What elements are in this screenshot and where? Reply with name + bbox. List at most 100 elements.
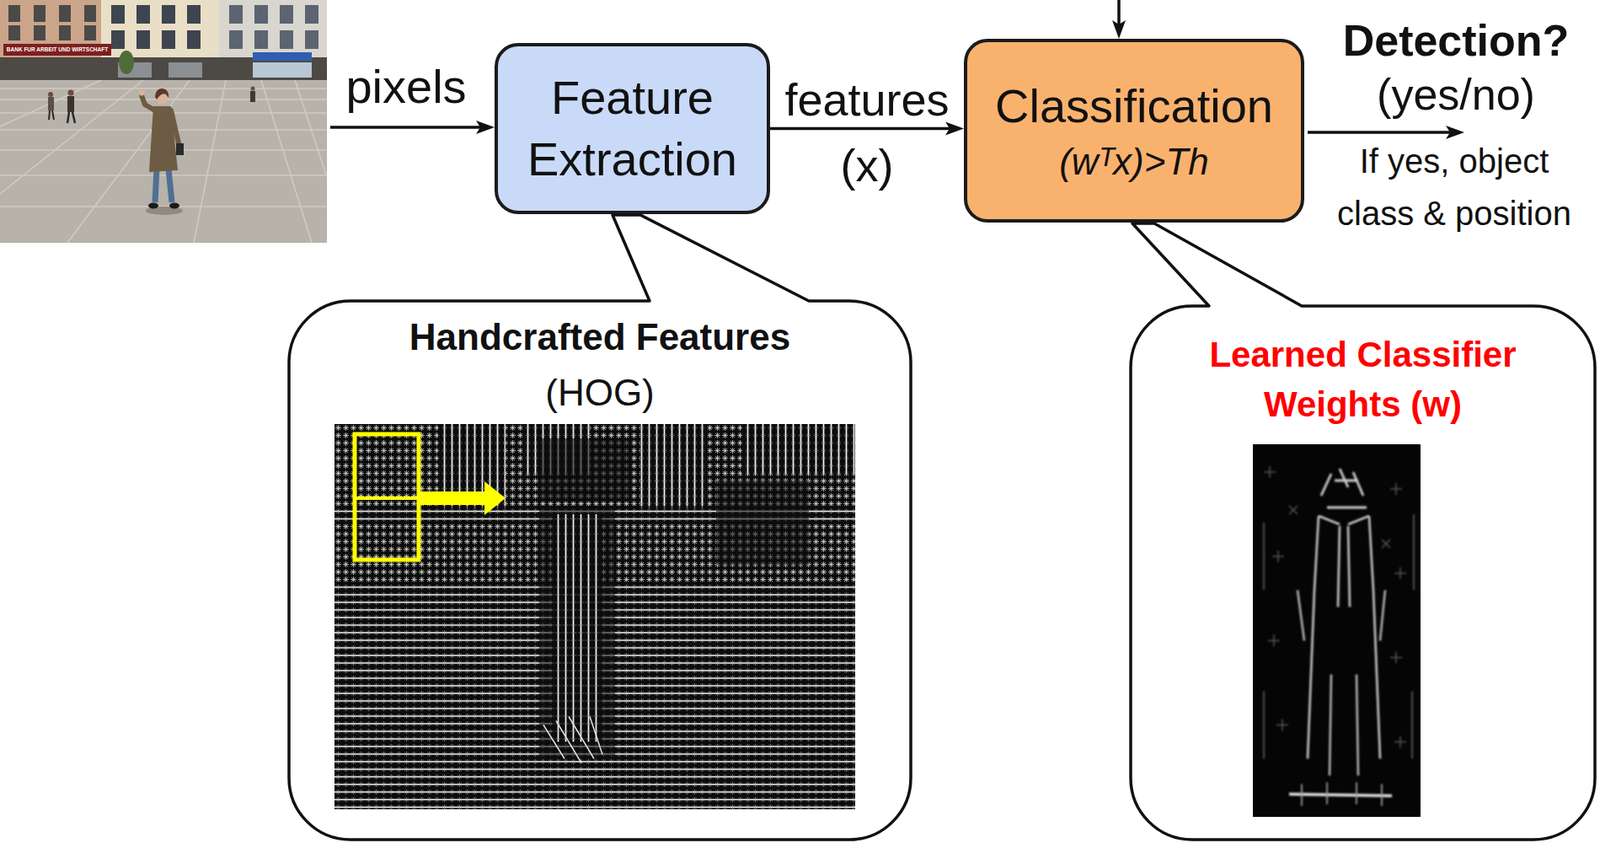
node-title: Learned Classifier Weights (w) — [1152, 330, 1574, 430]
window — [229, 30, 243, 49]
person-body — [250, 90, 256, 102]
callout-bubble: Handcrafted Features (HOG) — [288, 300, 911, 840]
weight-legs — [1297, 589, 1386, 776]
process-box: Feature Extraction — [494, 42, 771, 215]
connectors — [770, 128, 956, 129]
output-arrow — [1307, 130, 1456, 134]
window — [254, 5, 268, 24]
weight-feet — [1289, 793, 1392, 796]
handbag — [176, 143, 184, 156]
coat — [149, 106, 178, 172]
window — [8, 25, 21, 41]
hog-dark-patch — [539, 505, 616, 759]
tile-line — [0, 88, 327, 207]
small-tree — [118, 50, 134, 75]
node-subtitle: (wᵀx)>Th — [1059, 137, 1210, 186]
bubble-outline — [1130, 223, 1595, 840]
node-title: Handcrafted Features — [409, 312, 791, 361]
process-box: Classification(wᵀx)>Th — [963, 38, 1305, 223]
windows — [111, 5, 201, 49]
window — [279, 30, 294, 49]
hair — [155, 88, 169, 100]
hog-shadow-edges — [543, 716, 603, 763]
weights-ground — [1252, 444, 1421, 817]
shoe — [169, 203, 180, 209]
street-photo — [0, 0, 327, 243]
hog-feature-image — [334, 423, 856, 809]
shop-sign — [252, 52, 312, 61]
sliding-arrow-head — [484, 481, 506, 515]
hog-vertical-edges — [741, 423, 856, 475]
shop-window — [168, 62, 203, 78]
hog-texture — [334, 423, 856, 809]
arm — [171, 110, 179, 144]
hand — [139, 90, 145, 97]
windows — [229, 5, 319, 49]
window — [305, 30, 319, 49]
window — [8, 5, 21, 22]
flow-label: pixels — [345, 58, 466, 115]
window — [254, 30, 268, 49]
weight-head — [1321, 468, 1367, 508]
pixels-arrow — [330, 125, 487, 129]
far-people — [48, 86, 256, 124]
window — [33, 25, 46, 41]
window — [33, 5, 46, 22]
shop-window — [252, 62, 312, 78]
window — [187, 30, 201, 49]
person-legs — [48, 110, 54, 120]
window — [136, 5, 150, 24]
window — [229, 5, 243, 24]
node-subtitle: (HOG) — [545, 368, 655, 417]
walking-woman — [139, 88, 185, 215]
sliding-arrow-shaft — [418, 491, 485, 505]
hog-dark-patch — [716, 480, 809, 565]
raised-arm — [141, 95, 156, 111]
flow-label: (x) — [840, 138, 894, 193]
window — [58, 25, 71, 41]
window — [111, 30, 125, 49]
person-head — [251, 86, 256, 91]
weights-strokes — [1263, 465, 1414, 806]
flow-label: features — [784, 72, 949, 128]
bubble-outline — [288, 214, 911, 840]
callout-bubble: Learned Classifier Weights (w) — [1130, 305, 1595, 840]
jeans — [155, 168, 172, 203]
hog-vertical-edges — [640, 423, 708, 509]
window — [58, 5, 71, 22]
shop-fronts — [0, 57, 327, 81]
hog-block-window — [354, 433, 419, 560]
output-label: (yes/no) — [1376, 68, 1536, 121]
bank-sign — [3, 43, 112, 56]
hog-block-divider — [354, 496, 419, 500]
pavement-tiles — [0, 80, 327, 243]
window — [84, 5, 97, 22]
person-body — [67, 96, 75, 113]
hog-person-edges — [551, 513, 603, 742]
hog-dark-patch — [539, 438, 632, 502]
window — [305, 5, 319, 24]
classifier-weights-image — [1252, 444, 1421, 817]
person-legs — [67, 112, 75, 124]
person-head — [68, 90, 75, 97]
weight-body — [1307, 515, 1381, 759]
weight-feet — [1301, 781, 1382, 806]
weight-cross — [1263, 465, 1407, 748]
output-note: If yes, object class & position — [1327, 134, 1581, 240]
window — [187, 5, 201, 24]
weight-line — [1263, 513, 1414, 759]
flow-arrow — [770, 127, 956, 131]
shoe — [148, 203, 159, 209]
sign-text: BANK FUR ARBEIT UND WIRTSCHAFT — [6, 46, 108, 54]
window — [136, 30, 150, 49]
window — [84, 25, 97, 41]
window — [161, 30, 176, 49]
person-head — [48, 91, 54, 97]
window — [279, 5, 294, 24]
input-arrow — [1117, 0, 1121, 31]
person-body — [48, 96, 54, 111]
node-title: Classification — [995, 75, 1274, 138]
windows — [8, 5, 97, 41]
window — [161, 5, 176, 24]
